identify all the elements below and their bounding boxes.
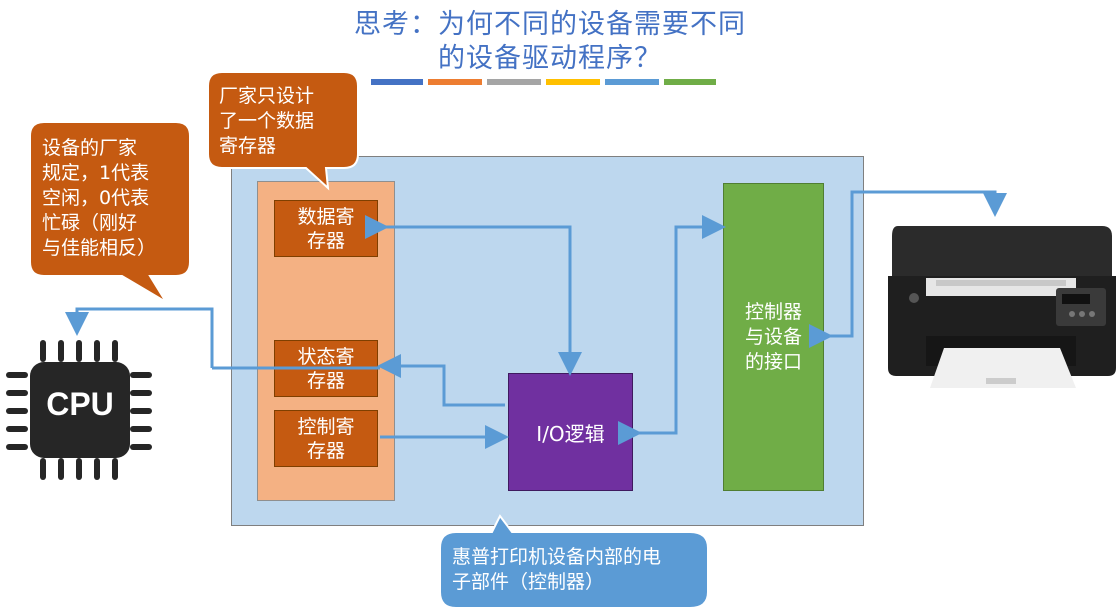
data-register-label: 数据寄 存器 bbox=[297, 205, 355, 252]
controller-printer-arrow bbox=[809, 190, 1007, 348]
control-register: 控制寄 存器 bbox=[274, 410, 378, 467]
slide-title-line2: 的设备驱动程序？ bbox=[438, 43, 662, 74]
io-to-status-arrow bbox=[377, 354, 505, 407]
slide-title: 思考：为何不同的设备需要不同 的设备驱动程序？ bbox=[270, 8, 830, 76]
io-controller-arrow bbox=[618, 215, 726, 445]
title-underline-segment bbox=[371, 79, 423, 85]
title-underline-segment bbox=[605, 79, 659, 85]
title-underline-segment bbox=[428, 79, 482, 85]
status-register-label: 状态寄 存器 bbox=[297, 345, 355, 392]
cpu-chip-icon bbox=[6, 340, 152, 480]
title-underline-segment bbox=[546, 79, 600, 85]
printer-icon bbox=[888, 226, 1116, 388]
cpu-label: CPU bbox=[46, 386, 114, 422]
callout-hp-parts: 惠普打印机设备内部的电 子部件（控制器） bbox=[452, 546, 662, 593]
controller-interface-label: 控制器 与设备 的接口 bbox=[744, 300, 802, 373]
io-logic-block: I/O逻辑 bbox=[508, 373, 633, 491]
callout-manufacturer-rule: 设备的厂家 规定，1代表 空闲，0代表 忙碌（刚好 与佳能相反） bbox=[42, 137, 157, 259]
title-underline-segment bbox=[664, 79, 716, 85]
data-register-io-arrow bbox=[365, 215, 582, 376]
title-underline-segment bbox=[487, 79, 541, 85]
slide-title-line1: 思考：为何不同的设备需要不同 bbox=[354, 9, 746, 40]
control-register-label: 控制寄 存器 bbox=[297, 415, 355, 462]
callout-manufacturer-design: 厂家只设计 了一个数据 寄存器 bbox=[219, 85, 315, 157]
io-logic-label: I/O逻辑 bbox=[536, 421, 605, 446]
bus-arrow-to-cpu bbox=[65, 307, 214, 368]
data-register: 数据寄 存器 bbox=[274, 200, 378, 257]
